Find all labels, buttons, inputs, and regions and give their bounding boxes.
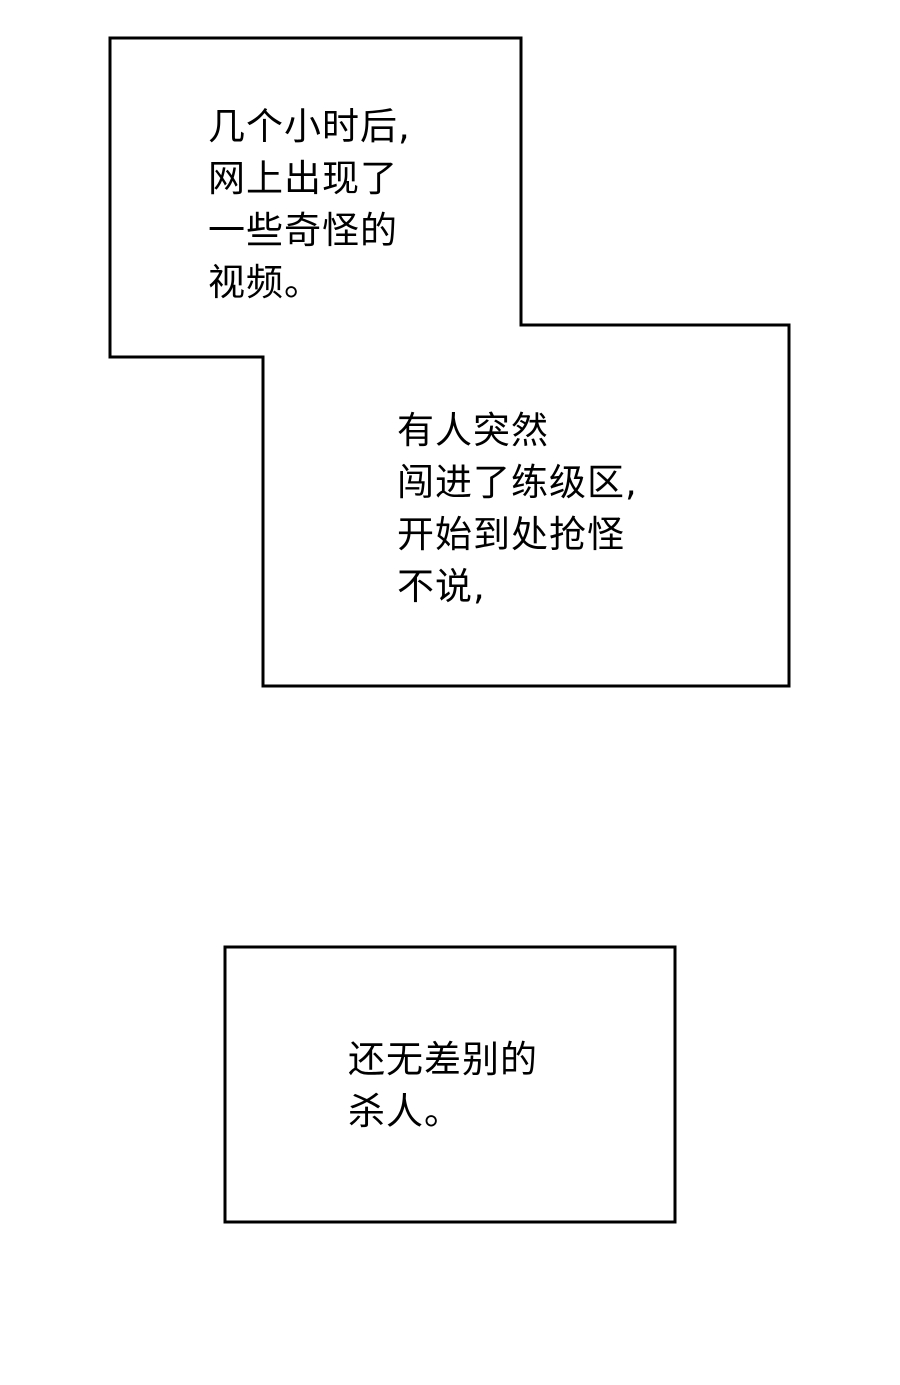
caption-line: 闯进了练级区,: [397, 461, 638, 504]
caption-indiscriminate-killing: 还无差别的 杀人。: [348, 1034, 538, 1138]
caption-line: 杀人。: [348, 1090, 462, 1133]
caption-line: 有人突然: [397, 409, 549, 452]
caption-hours-later: 几个小时后, 网上出现了 一些奇怪的 视频。: [208, 101, 411, 309]
caption-line: 网上出现了: [208, 157, 398, 200]
caption-line: 不说,: [397, 565, 486, 608]
caption-line: 开始到处抢怪: [397, 513, 625, 556]
caption-line: 还无差别的: [348, 1038, 538, 1081]
caption-line: 视频。: [208, 261, 322, 304]
caption-line: 几个小时后,: [208, 105, 411, 148]
stepped-caption-frame: [108, 36, 791, 688]
caption-someone-broke-in: 有人突然 闯进了练级区, 开始到处抢怪 不说,: [397, 405, 638, 613]
caption-line: 一些奇怪的: [208, 209, 398, 252]
lower-caption-frame: [223, 945, 677, 1224]
